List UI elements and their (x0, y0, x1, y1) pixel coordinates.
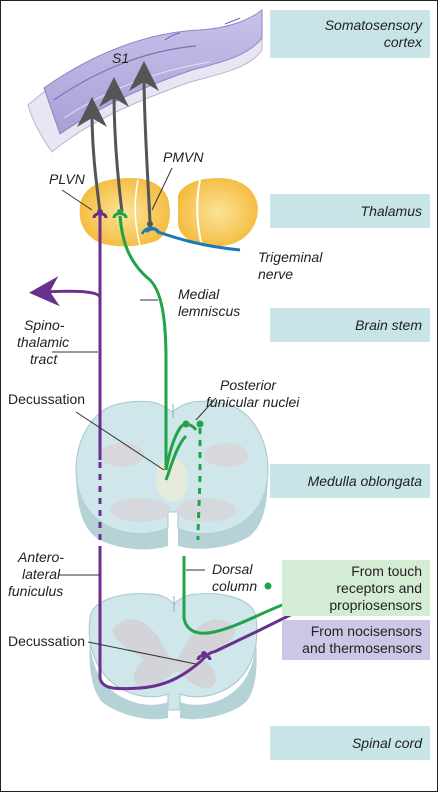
thalamus-label: Thalamus (361, 203, 422, 220)
spinal-cord-box: Spinal cord (270, 726, 430, 760)
from-noci-label-2: and thermosensors (302, 640, 422, 657)
medulla-oblongata-box: Medulla oblongata (270, 464, 430, 498)
s1-label: S1 (112, 50, 129, 66)
decussation-lower-label: Decussation (8, 633, 85, 649)
medial-lemniscus-label-1: Medial (178, 286, 220, 302)
dorsal-column-label-1: Dorsal (212, 561, 253, 577)
trigeminal-label-2: nerve (258, 266, 293, 282)
medial-lemniscus-label-2: lemniscus (178, 303, 240, 319)
thalamus-box: Thalamus (270, 194, 430, 228)
from-noci-label-1: From nocisensors (311, 623, 422, 640)
anterolateral-label-2: lateral (22, 566, 61, 582)
somatosensory-cortex-box: Somatosensory cortex (270, 10, 430, 58)
posterior-funicular-label-1: Posterior (220, 377, 277, 393)
plvn-label: PLVN (49, 171, 86, 187)
anterolateral-label-1: Antero- (17, 549, 64, 565)
brain-stem-box: Brain stem (270, 308, 430, 342)
brain-stem-label: Brain stem (355, 317, 422, 334)
posterior-funicular-label-2: funicular nuclei (206, 394, 300, 410)
from-touch-label-1: From touch (351, 563, 422, 580)
spinothalamic-label-3: tract (30, 351, 58, 367)
dorsal-column-label-2: column (212, 578, 257, 594)
somatosensory-cortex-label-1: Somatosensory (325, 17, 422, 34)
anterolateral-label-3: funiculus (8, 583, 63, 599)
spinothalamic-label-2: thalamic (17, 334, 69, 350)
medulla-oblongata-shape (76, 401, 268, 549)
medulla-oblongata-label: Medulla oblongata (308, 473, 422, 490)
from-touch-label-3: propriosensors (329, 597, 422, 614)
from-touch-label-2: receptors and (336, 580, 422, 597)
pmvn-label: PMVN (163, 149, 204, 165)
from-noci-box: From nocisensors and thermosensors (282, 620, 430, 660)
pmvn-synapse (147, 221, 153, 227)
from-touch-box: From touch receptors and propriosensors (282, 560, 430, 616)
spinal-cord-label: Spinal cord (352, 735, 422, 752)
spinothalamic-label-1: Spino- (24, 317, 65, 333)
trigeminal-label-1: Trigeminal (258, 249, 323, 265)
somatosensory-cortex-label-2: cortex (384, 34, 422, 51)
decussation-upper-label: Decussation (8, 391, 85, 407)
spinal-cord-shape (89, 594, 257, 720)
